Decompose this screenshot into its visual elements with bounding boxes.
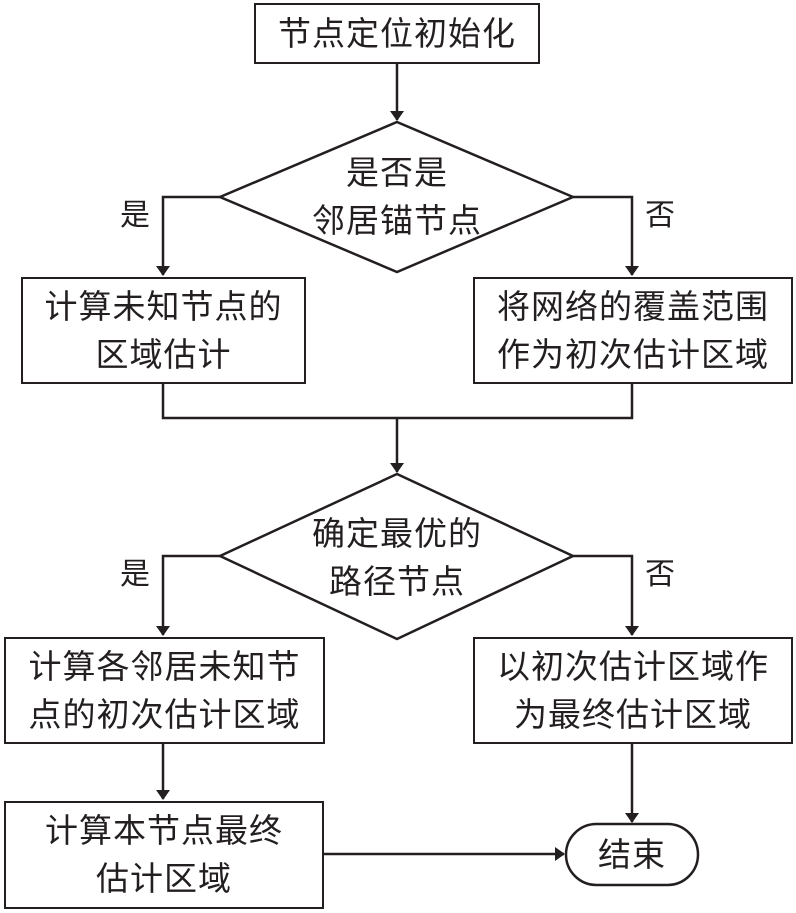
- yes1-node: 计算未知节点的 区域估计: [21, 277, 306, 384]
- decision1-line1: 是否是: [346, 153, 448, 192]
- no2-line2: 为最终估计区域: [514, 694, 752, 734]
- start-node: 节点定位初始化: [254, 3, 540, 64]
- arrow-decision2-no: [573, 554, 639, 636]
- yes1-line2: 区域估计: [95, 334, 232, 374]
- final-estimate-line1: 计算本节点最终: [45, 811, 283, 850]
- final-estimate-line2: 估计区域: [96, 859, 232, 898]
- merge-line: [161, 383, 634, 420]
- decision2-diamond: [217, 472, 576, 641]
- no1-line2: 作为初次估计区域: [497, 334, 769, 374]
- no1-node: 将网络的覆盖范围 作为初次估计区域: [473, 277, 793, 384]
- decision2-line1: 确定最优的: [312, 514, 482, 553]
- arrow-decision2-yes: [156, 554, 220, 636]
- decision1-no-label: 否: [645, 198, 675, 233]
- no2-line1: 以初次估计区域作: [497, 646, 769, 686]
- decision2-no-label: 否: [645, 557, 675, 592]
- yes2-node: 计算各邻居未知节 点的初次估计区域: [4, 637, 325, 744]
- arrow-decision1-yes: [156, 195, 220, 276]
- yes1-line1: 计算未知节点的: [44, 286, 283, 326]
- end-node: 结束: [566, 824, 698, 885]
- decision2-yes-label: 是: [120, 557, 150, 592]
- yes2-line2: 点的初次估计区域: [28, 694, 301, 734]
- decision2-line2: 路径节点: [329, 562, 465, 601]
- decision1-yes-label: 是: [120, 198, 150, 233]
- final-estimate-node: 计算本节点最终 估计区域: [4, 801, 324, 909]
- decision1-line2: 邻居锚节点: [312, 201, 482, 240]
- no1-line1: 将网络的覆盖范围: [497, 286, 769, 326]
- end-node-text: 结束: [598, 834, 666, 874]
- yes2-line1: 计算各邻居未知节: [28, 646, 301, 686]
- no2-node: 以初次估计区域作 为最终估计区域: [473, 637, 793, 744]
- end-terminator: [564, 822, 700, 887]
- decision1-diamond: [216, 120, 577, 274]
- decision2-node: 确定最优的 路径节点: [270, 513, 524, 603]
- decision1-node: 是否是 邻居锚节点: [260, 147, 534, 247]
- arrow-decision1-no: [573, 195, 639, 276]
- start-node-text: 节点定位初始化: [278, 13, 516, 53]
